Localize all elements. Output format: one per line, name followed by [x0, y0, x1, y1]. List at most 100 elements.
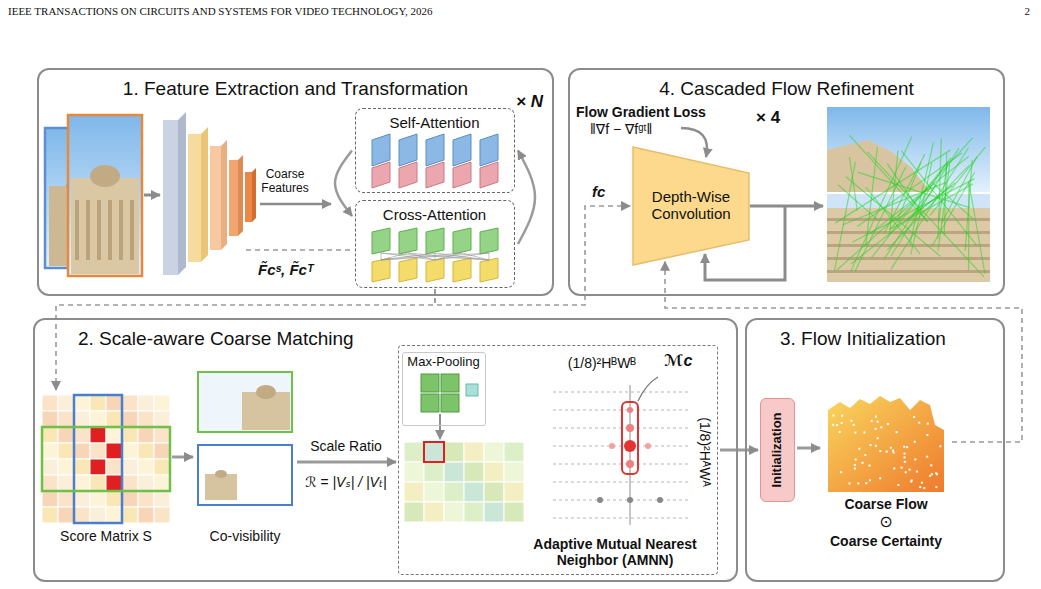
score-cell [138, 427, 154, 443]
cnn-layer [245, 172, 252, 222]
speckle [914, 458, 916, 460]
grid-cell [424, 442, 444, 462]
token-bar [453, 162, 471, 188]
score-cell [138, 475, 154, 491]
flow-connector [720, 449, 758, 452]
match-line [884, 154, 925, 233]
photo [198, 372, 292, 432]
flow-connector [56, 289, 435, 390]
speckle [877, 421, 879, 423]
score-cell [74, 411, 90, 427]
grid-cell [484, 462, 504, 482]
speckle [875, 416, 877, 418]
score-cell [42, 459, 58, 475]
speckle [935, 486, 937, 488]
speckle [841, 422, 843, 424]
attention-block: Self-Attention [355, 108, 515, 193]
score-matrix: Score Matrix S [42, 392, 170, 548]
score-cell [154, 411, 170, 427]
amnn-region: Max-Pooling(1/8)²HᴮWᴮℳc(1/8)²HᴬWᴬAdaptiv… [398, 345, 718, 575]
speckle [892, 450, 894, 452]
column [119, 200, 123, 260]
init-box: Initialization [760, 398, 795, 502]
score-cell [58, 459, 74, 475]
speckle [871, 420, 873, 422]
score-cell [122, 443, 138, 459]
speckle [927, 423, 929, 425]
match-dot [627, 497, 633, 503]
node-text: Self-Attention [356, 114, 513, 131]
skip-line [246, 249, 353, 251]
speckle [879, 477, 881, 479]
token-bar [372, 228, 390, 254]
speckle [840, 471, 842, 473]
matrix-row [553, 500, 690, 501]
annotation: Coarse Features [246, 168, 324, 196]
token-bar [480, 258, 498, 282]
column [75, 200, 79, 260]
cnn-layer [210, 146, 221, 250]
token-bar [426, 162, 444, 188]
score-cell [58, 443, 74, 459]
score-cell [58, 427, 74, 443]
score-cell [154, 443, 170, 459]
annotation: × N [516, 92, 554, 112]
score-cell [106, 427, 122, 443]
score-cell [74, 491, 90, 507]
speckle [904, 453, 906, 455]
speckle [901, 467, 903, 469]
match-line [907, 186, 952, 218]
score-cell [138, 507, 154, 523]
speckle [886, 451, 888, 453]
node-text: Score Matrix S [42, 528, 170, 544]
pooled-cell [466, 384, 478, 396]
token-bar [399, 228, 417, 254]
annotation: × 4 [756, 108, 796, 128]
feature-arrow [260, 203, 331, 206]
score-cell [42, 507, 58, 523]
speckle [905, 471, 907, 473]
score-cell [154, 475, 170, 491]
match-dot [624, 440, 636, 452]
score-cell [106, 411, 122, 427]
speckle [832, 424, 834, 426]
score-cell [90, 443, 106, 459]
node-text: (1/8)²HᴬWᴬ [696, 417, 712, 486]
match-line [851, 137, 912, 271]
photo-frame [198, 445, 292, 505]
annotation: ℛ = |Vₛ| / |Vₜ| [296, 474, 396, 490]
score-cell [122, 395, 138, 411]
dome [90, 165, 120, 187]
match-line [872, 158, 951, 258]
matrix-column [629, 385, 630, 525]
score-cell [138, 411, 154, 427]
node-text: 2. Scale-aware Coarse Matching [78, 328, 398, 350]
speckle [935, 472, 937, 474]
grid-cell [444, 502, 464, 522]
score-cell [58, 475, 74, 491]
column [108, 200, 112, 260]
stage-panel: Depth-Wise Convolution4. Cascaded Flow R… [568, 68, 1005, 296]
speckle [913, 416, 915, 418]
speckle [919, 486, 921, 488]
score-cell [122, 507, 138, 523]
attention-link [381, 253, 435, 260]
speckle [879, 450, 881, 452]
speckle [896, 431, 898, 433]
attention-block: Cross-Attention [355, 200, 515, 288]
cnn-layer-side [238, 155, 243, 236]
token-bar [426, 134, 444, 166]
stage-panel: Score Matrix SCo-visibilityMax-Pooling(1… [33, 318, 738, 582]
score-cell [42, 491, 58, 507]
pool-cell [441, 394, 459, 412]
score-cell [154, 491, 170, 507]
speckle [897, 484, 899, 486]
flow-connector [172, 456, 193, 459]
match-line [834, 161, 855, 270]
node-text: 1. Feature Extraction and Transformation [39, 78, 552, 100]
speckle [850, 420, 852, 422]
grid-cell [424, 462, 444, 482]
speckle [869, 479, 871, 481]
grid-cell [404, 462, 424, 482]
flow-connector [297, 461, 396, 464]
